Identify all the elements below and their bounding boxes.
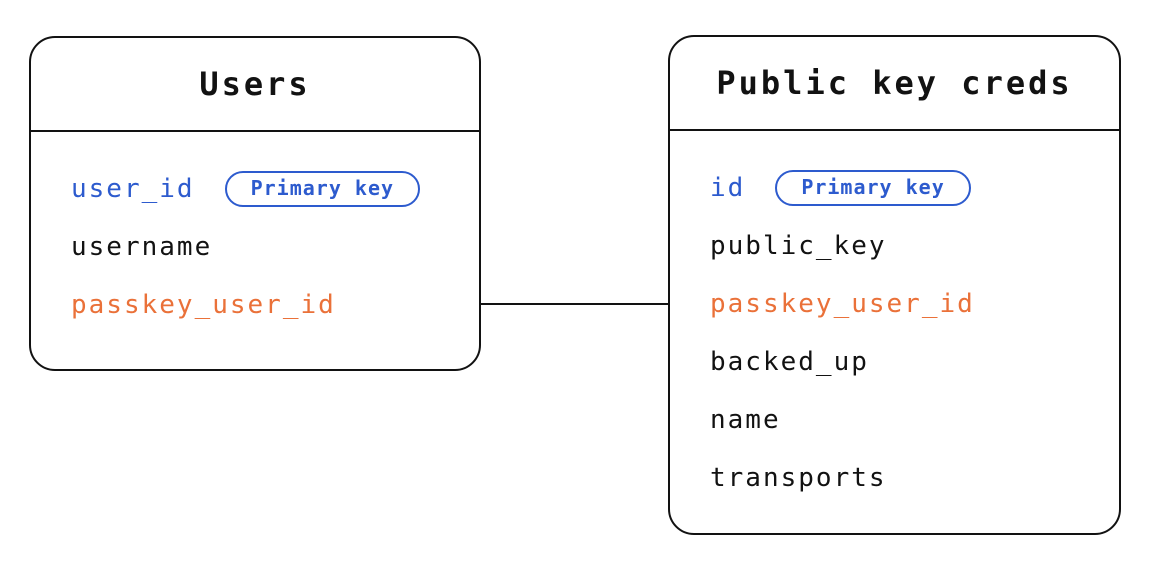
field-row-transports: transports <box>710 449 1119 507</box>
users-table-card: Users user_id Primary key username passk… <box>29 36 481 371</box>
field-label-user-id: user_id <box>71 174 195 204</box>
field-row-backed-up: backed_up <box>710 333 1119 391</box>
users-table-fields: user_id Primary key username passkey_use… <box>31 132 479 334</box>
field-row-username: username <box>71 218 479 276</box>
primary-key-badge: Primary key <box>775 170 971 206</box>
public-key-creds-table-title: Public key creds <box>716 64 1073 102</box>
field-label-transports: transports <box>710 463 887 493</box>
users-table-title: Users <box>199 65 311 103</box>
field-row-passkey-user-id: passkey_user_id <box>710 275 1119 333</box>
public-key-creds-table-header: Public key creds <box>670 37 1119 131</box>
field-label-passkey-user-id: passkey_user_id <box>71 290 336 320</box>
field-label-username: username <box>71 232 213 262</box>
field-label-backed-up: backed_up <box>710 347 869 377</box>
public-key-creds-table-fields: id Primary key public_key passkey_user_i… <box>670 131 1119 507</box>
field-label-passkey-user-id: passkey_user_id <box>710 289 975 319</box>
field-row-id: id Primary key <box>710 159 1119 217</box>
field-label-name: name <box>710 405 781 435</box>
relationship-line <box>481 303 668 305</box>
field-row-name: name <box>710 391 1119 449</box>
field-label-public-key: public_key <box>710 231 887 261</box>
field-row-public-key: public_key <box>710 217 1119 275</box>
primary-key-badge: Primary key <box>224 171 421 207</box>
field-label-id: id <box>710 173 746 203</box>
field-row-user-id: user_id Primary key <box>71 160 479 218</box>
field-row-passkey-user-id: passkey_user_id <box>71 276 479 334</box>
public-key-creds-table-card: Public key creds id Primary key public_k… <box>668 35 1121 535</box>
users-table-header: Users <box>31 38 479 132</box>
